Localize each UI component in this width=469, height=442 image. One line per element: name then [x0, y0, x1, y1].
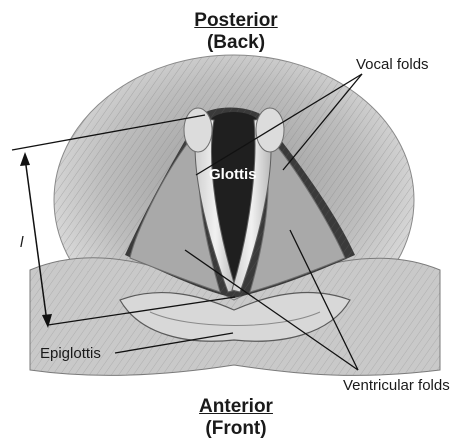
anterior-label: Anterior (Front)	[166, 396, 306, 440]
anterior-title: Anterior	[166, 396, 306, 418]
anterior-subtitle: (Front)	[166, 418, 306, 440]
posterior-title: Posterior	[166, 10, 306, 32]
glottis-label: Glottis	[209, 166, 257, 183]
epiglottis-label: Epiglottis	[40, 345, 101, 362]
posterior-label: Posterior (Back)	[166, 10, 306, 54]
length-label: l	[20, 234, 23, 251]
posterior-subtitle: (Back)	[166, 32, 306, 54]
vocal-folds-label: Vocal folds	[356, 56, 429, 73]
ventricular-folds-label: Ventricular folds	[343, 377, 450, 394]
